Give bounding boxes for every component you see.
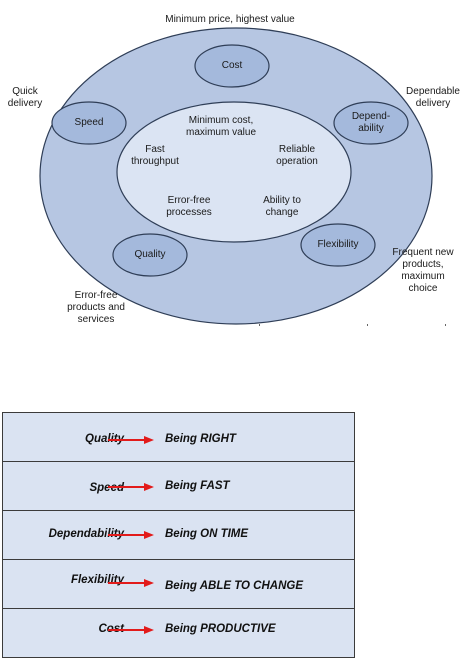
minimum-cost-label: Minimum cost, maximum value [185,115,257,138]
dependable-delivery-label: Dependable delivery [406,86,460,109]
red-arrow-icon [108,483,154,491]
inner-ellipse [116,101,352,243]
meaning-label: Being ABLE TO CHANGE [165,580,304,592]
tick-mark [259,324,260,326]
node-flexibility [300,223,376,267]
objectives-meaning-table: Quality Being RIGHT Speed Being [2,412,355,658]
meaning-label: Being FAST [165,480,230,492]
meaning-label: Being ON TIME [165,528,249,540]
tick-mark [367,324,368,326]
node-speed-label: Speed [74,117,104,128]
diagram-graphic [39,27,433,325]
red-arrow-icon [108,579,154,587]
node-quality [112,233,188,277]
node-dependability [333,101,409,145]
node-quality-label: Quality [134,249,166,260]
red-arrow-icon [108,436,154,444]
table-cell: Quality Being RIGHT [2,412,355,462]
table-cell: Cost Being PRODUCTIVE [2,608,355,658]
table-row: Dependability Being ON TIME [2,510,355,560]
table-cell: Dependability Being ON TIME [2,510,355,560]
table-cell: Speed Being FAST [2,461,355,511]
table-row: Cost Being PRODUCTIVE [2,608,355,658]
fast-throughput-label: Fast throughput [131,144,179,167]
table-row: Speed Being FAST [2,461,355,511]
node-speed [51,101,127,145]
red-arrow-icon [108,531,154,539]
quick-delivery-label: Quick delivery [7,86,43,109]
reliable-operation-label: Reliable operation [276,144,318,167]
node-flexibility-label: Flexibility [317,239,359,250]
top-label: Minimum price, highest value [165,14,295,25]
table-row: Flexibility Being ABLE TO CHANGE [2,559,355,609]
meaning-label: Being PRODUCTIVE [165,623,276,635]
error-free-products-label: Error-free products and services [67,290,125,325]
ability-to-change-label: Ability to change [263,195,301,218]
performance-objectives-diagram: Minimum price, highest value Quick deliv… [7,14,460,326]
frequent-new-products-label: Frequent new products, maximum choice [392,247,454,294]
node-cost-label: Cost [221,60,243,71]
node-dependability-label: Depend- ability [351,111,391,134]
error-free-processes-label: Error-free processes [166,195,212,218]
meaning-label: Being RIGHT [165,433,236,445]
table-cell: Flexibility Being ABLE TO CHANGE [2,559,355,609]
table-row: Quality Being RIGHT [2,412,355,462]
objective-label: Quality [85,433,124,445]
objective-label: Speed [89,482,124,494]
red-arrow-icon [108,626,154,634]
node-cost [194,44,270,88]
objective-label: Dependability [48,528,124,540]
tick-mark [445,324,446,326]
